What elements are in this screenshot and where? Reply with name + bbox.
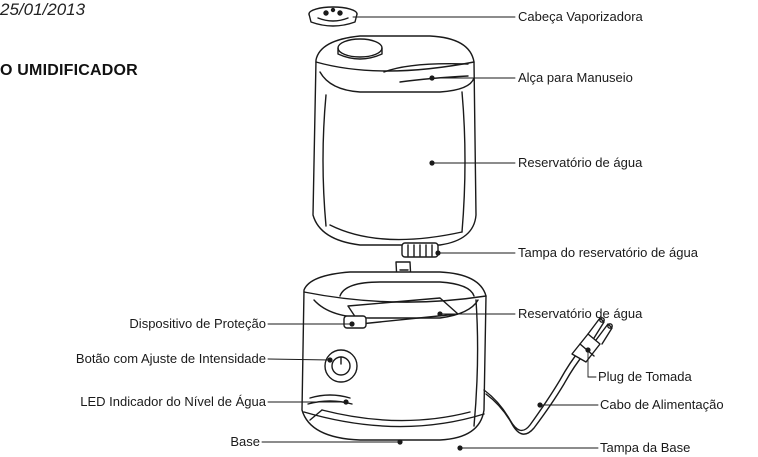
vaporizer-head-drawing <box>308 6 358 27</box>
tank-cap-drawing <box>401 242 439 258</box>
label-base-cover: Tampa da Base <box>600 440 691 455</box>
leader-dots <box>327 75 591 451</box>
label-handle: Alça para Manuseio <box>518 70 633 85</box>
upper-tank-drawing <box>312 35 477 246</box>
label-protection-device: Dispositivo de Proteção <box>129 316 266 331</box>
leader-lines <box>261 16 599 449</box>
label-plug: Plug de Tomada <box>598 369 692 384</box>
label-power-cable: Cabo de Alimentação <box>600 397 724 412</box>
label-tank-cap: Tampa do reservatório de água <box>518 245 698 260</box>
label-intensity-knob: Botão com Ajuste de Intensidade <box>75 351 266 366</box>
section-title: O UMIDIFICADOR <box>0 62 138 79</box>
base-unit-drawing <box>301 261 487 441</box>
document-date: 25/01/2013 <box>0 0 86 19</box>
label-base-tank: Reservatório de água <box>518 306 643 321</box>
label-base: Base <box>230 434 260 449</box>
power-cord-drawing <box>483 317 613 435</box>
label-vaporizer-head: Cabeça Vaporizadora <box>518 9 643 24</box>
label-upper-tank: Reservatório de água <box>518 155 643 170</box>
label-water-level-led: LED Indicador do Nível de Água <box>80 394 266 409</box>
